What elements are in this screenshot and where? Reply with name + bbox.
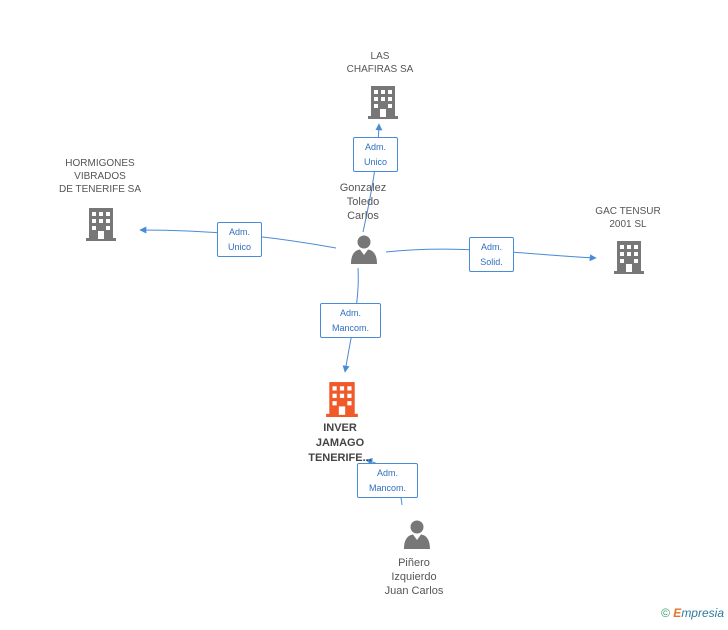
relation-box-to-inver[interactable]: Adm. Mancom. <box>320 303 381 338</box>
person-icon[interactable] <box>402 519 432 549</box>
brand-logo-letter: E <box>673 606 682 620</box>
relation-box-to-chafiras[interactable]: Adm. Unico <box>353 137 398 172</box>
relation-box-to-gac[interactable]: Adm. Solid. <box>469 237 514 272</box>
building-icon[interactable] <box>326 381 358 417</box>
building-icon[interactable] <box>614 240 644 274</box>
building-icon[interactable] <box>368 85 398 119</box>
brand-footer[interactable]: © Empresia <box>661 606 724 620</box>
node-label-las-chafiras[interactable]: LAS CHAFIRAS SA <box>346 51 414 75</box>
node-label-gac-tensur[interactable]: GAC TENSUR 2001 SL <box>595 206 661 230</box>
node-label-hormigones[interactable]: HORMIGONES VIBRADOS DE TENERIFE SA <box>58 158 142 195</box>
relation-box-to-hormigones[interactable]: Adm. Unico <box>217 222 262 257</box>
node-label-gonzalez[interactable]: Gonzalez Toledo Carlos <box>339 182 387 222</box>
edge-to-chafiras <box>362 123 383 233</box>
person-icon[interactable] <box>349 234 379 264</box>
building-icon[interactable] <box>86 207 116 241</box>
node-label-pinero[interactable]: Piñero Izquierdo Juan Carlos <box>384 557 444 597</box>
relation-box-pinero-to-inver[interactable]: Adm. Mancom. <box>357 463 418 498</box>
copyright-icon: © <box>661 606 670 620</box>
brand-logo-text: mpresia <box>681 606 724 620</box>
node-label-inver[interactable]: INVER JAMAGO TENERIFE... <box>308 422 372 464</box>
